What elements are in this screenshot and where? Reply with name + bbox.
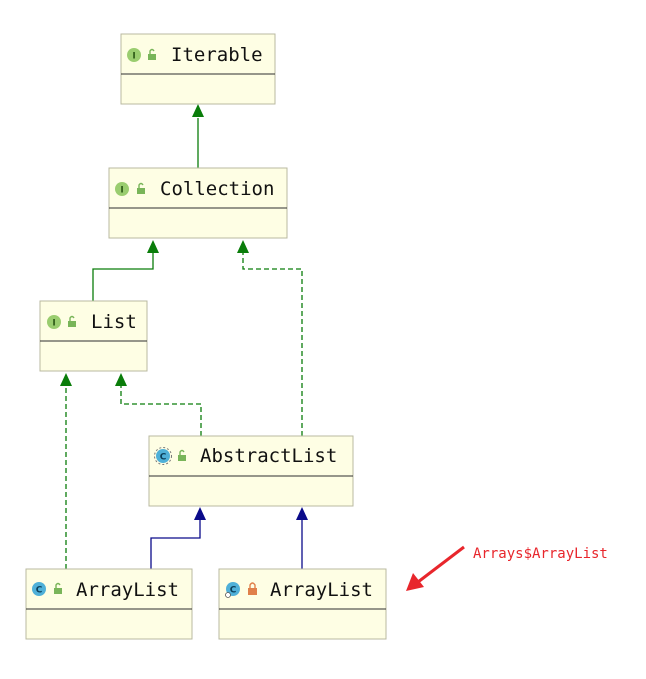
annotation-arrow-icon: [406, 545, 465, 591]
class-name: List: [91, 311, 137, 333]
interface-icon: I: [127, 48, 141, 62]
svg-text:C: C: [230, 586, 237, 596]
interface-icon: I: [47, 315, 61, 329]
class-name: ArrayList: [76, 579, 179, 601]
svg-text:I: I: [120, 186, 123, 196]
public-unlock-icon: [54, 582, 62, 594]
arrowhead: [296, 507, 308, 520]
class-name: Iterable: [171, 44, 263, 66]
public-unlock-icon: [137, 182, 145, 194]
public-unlock-icon: [68, 315, 76, 327]
class-icon: C: [32, 582, 46, 596]
abstract-class-icon: C: [154, 447, 172, 465]
class-name: ArrayList: [270, 579, 373, 601]
class-box-collection[interactable]: I Collection: [108, 167, 288, 239]
arrowhead: [115, 373, 127, 386]
arrowhead: [192, 104, 204, 117]
svg-text:C: C: [160, 453, 167, 463]
class-box-arraylist[interactable]: C ArrayList: [25, 568, 193, 640]
arrowhead: [237, 240, 249, 253]
nested-class-icon: C: [225, 582, 240, 598]
class-box-list[interactable]: I List: [39, 300, 148, 372]
class-name: Collection: [160, 178, 274, 200]
annotation-label: Arrays$ArrayList: [473, 546, 608, 562]
edge-arraylist-extends-abstractlist: [150, 520, 201, 569]
edge-abstractlist-implements-collection: [242, 253, 303, 436]
interface-icon: I: [115, 182, 129, 196]
class-name: AbstractList: [200, 445, 337, 467]
svg-text:I: I: [52, 319, 55, 329]
arrowhead: [147, 240, 159, 253]
class-box-abstractlist[interactable]: C AbstractList: [148, 435, 354, 507]
svg-text:I: I: [132, 52, 135, 62]
arrowhead: [194, 507, 206, 520]
edge-list-extends-collection: [92, 253, 154, 301]
class-box-iterable[interactable]: I Iterable: [120, 33, 276, 105]
edge-abstractlist-implements-list: [120, 386, 202, 436]
arrowhead: [60, 373, 72, 386]
public-unlock-icon: [148, 48, 156, 60]
svg-text:C: C: [36, 586, 43, 596]
class-box-arrays-arraylist[interactable]: C ArrayList: [218, 568, 387, 640]
public-unlock-icon: [178, 449, 186, 461]
private-lock-icon: [248, 582, 257, 595]
